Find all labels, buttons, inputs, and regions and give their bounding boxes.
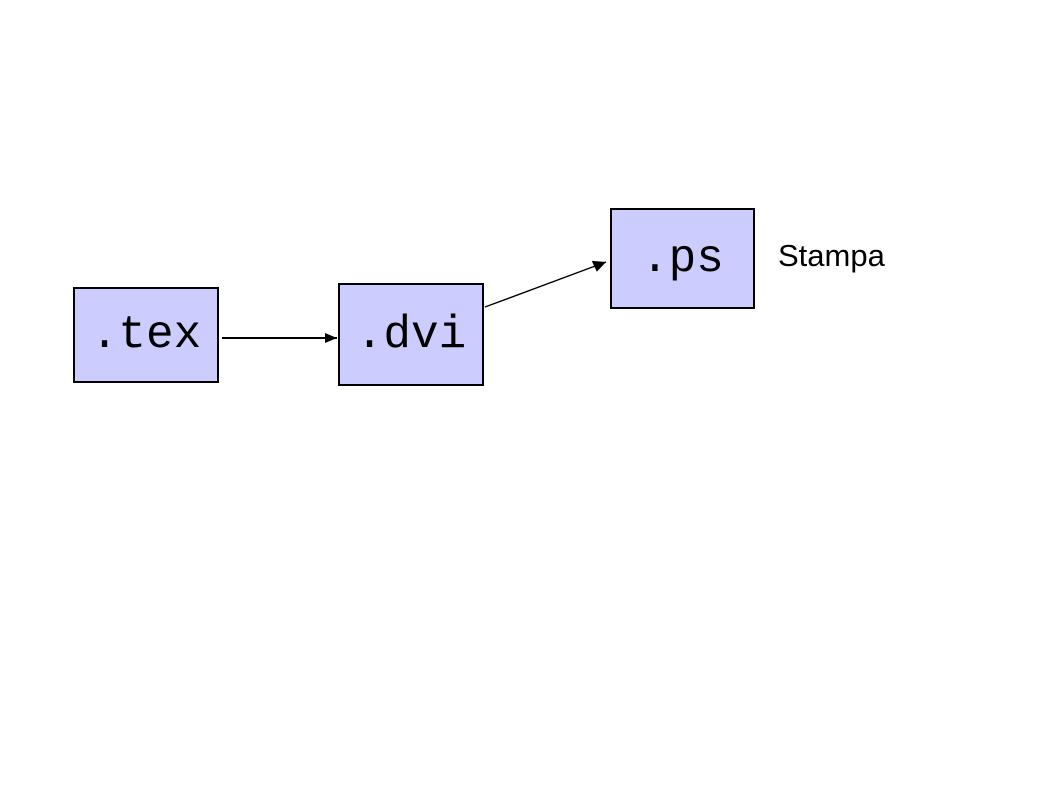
node-ps[interactable]: .ps — [610, 208, 755, 309]
node-dvi-label: .dvi — [355, 308, 467, 361]
annotation-stampa: Stampa — [778, 238, 885, 273]
edge-dvi-to-ps — [484, 260, 607, 308]
node-tex[interactable]: .tex — [73, 287, 219, 383]
node-ps-label: .ps — [641, 232, 724, 285]
node-tex-label: .tex — [90, 309, 202, 361]
node-dvi[interactable]: .dvi — [338, 283, 484, 386]
